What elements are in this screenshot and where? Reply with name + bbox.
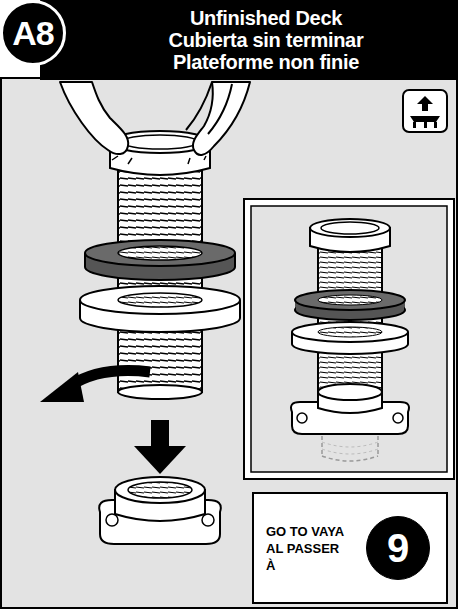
step-number-circle-text: 9 (387, 527, 409, 569)
assembled-fitting (291, 219, 409, 461)
flange-nut (99, 477, 221, 544)
step-badge-text: A8 (12, 15, 53, 51)
inset-panel (244, 199, 454, 479)
hand (60, 82, 250, 155)
step-number-circle: 9 (366, 516, 430, 580)
circle-shape (367, 517, 430, 580)
rubber-gasket (85, 240, 235, 280)
panel (1, 78, 457, 608)
title-band-text: Unfinished Deck (190, 7, 342, 29)
step-badge: A8 (0, 0, 66, 66)
rotate-arrow (40, 371, 150, 402)
title-band-text: Cubierta sin terminar (169, 29, 364, 51)
goto-box-text: GO TO VAYA AL PASSER À (266, 523, 344, 574)
down-arrow (134, 420, 186, 474)
title-band: Unfinished DeckCubierta sin terminarPlat… (40, 0, 458, 80)
circle-shape (2, 2, 65, 65)
deck-icon (403, 90, 447, 132)
washer (80, 286, 240, 332)
goto-box: GO TO VAYA AL PASSER À 9 (252, 492, 448, 604)
title-band-text: Plateforme non finie (173, 51, 359, 73)
